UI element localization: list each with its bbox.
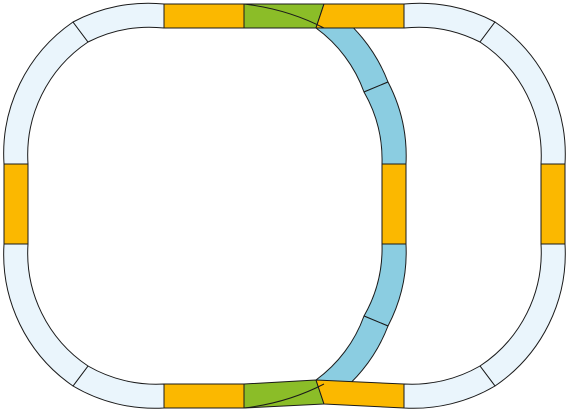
top-switch-diverging-line [243,3,325,29]
right-track-bottom-straight [315,379,405,409]
left-loop-right-straight [381,163,407,245]
left-track-bottom-curve-1 [72,365,165,409]
crossover-curve-3 [363,243,407,327]
right-track-bottom-curve-1 [479,243,566,387]
left-track-bottom-straight [163,383,245,409]
bottom-switch [243,379,325,409]
right-track-top-straight [315,3,405,29]
top-switch [243,3,325,29]
right-track-bottom-curve-2 [403,365,496,409]
crossover-curve-2 [363,81,407,165]
left-track-top-curve-2 [72,2,165,43]
left-track-left-straight [3,163,29,245]
track-pieces [3,2,566,409]
right-track-right-straight [540,163,566,245]
left-track-top-straight [163,3,245,29]
bottom-switch-diverging-line [243,383,325,409]
right-track-top-curve-2 [479,21,566,165]
right-track-top-curve-1 [403,2,496,43]
left-track-bottom-curve-2 [3,243,89,387]
left-track-top-curve-1 [3,21,89,165]
